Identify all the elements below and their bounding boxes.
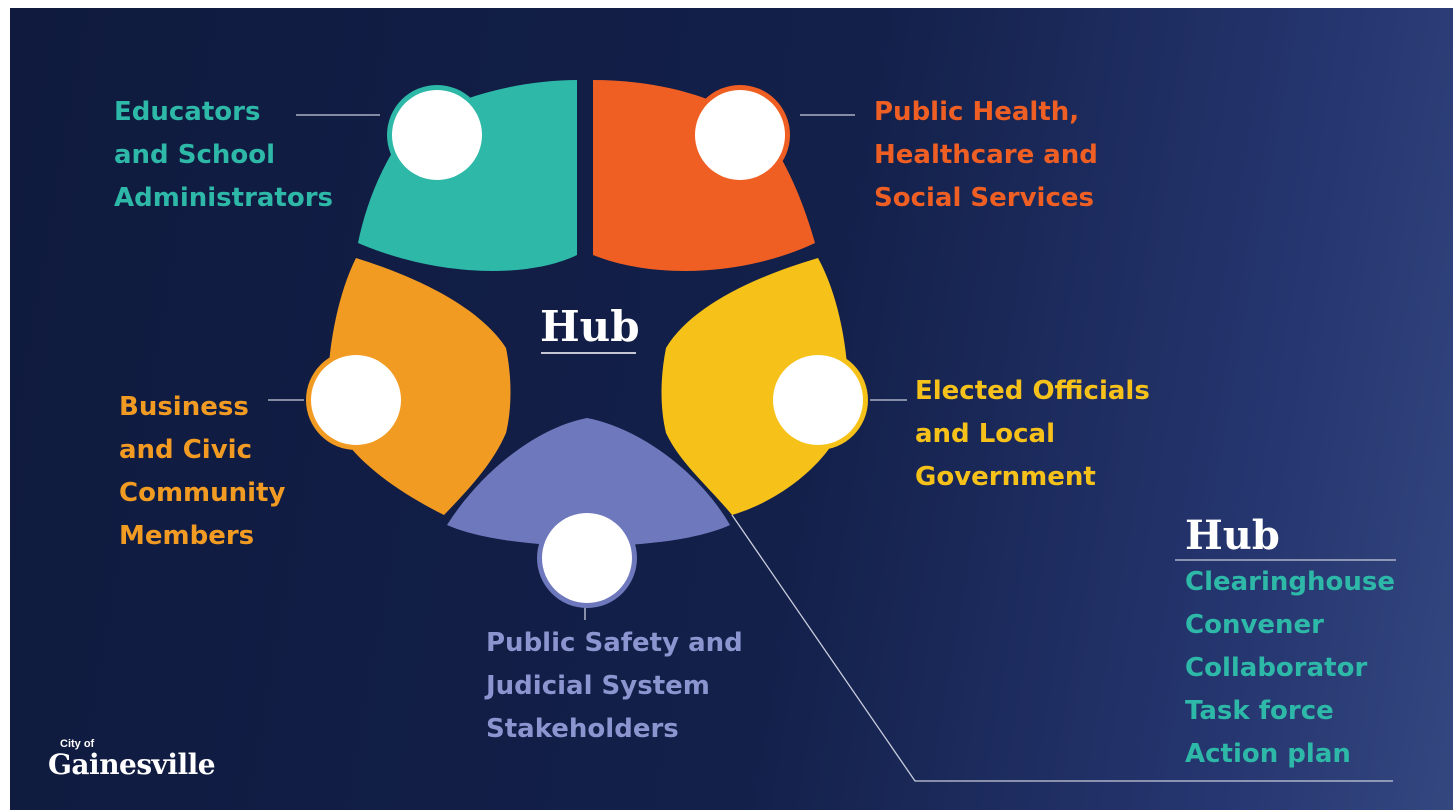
label-line: and Civic	[119, 435, 252, 465]
hub-diagram	[268, 80, 1396, 782]
label-line: Social Services	[874, 183, 1094, 213]
label-elected: Elected Officials and Local Government	[915, 370, 1150, 499]
hub-role-item: Clearinghouse	[1185, 567, 1396, 597]
slide: Hub Educators and School Administrators …	[10, 8, 1453, 810]
label-educators: Educators and School Administrators	[114, 91, 333, 220]
label-line: Judicial System	[486, 671, 710, 701]
label-line: Stakeholders	[486, 714, 679, 744]
label-safety: Public Safety and Judicial System Stakeh…	[486, 622, 743, 751]
label-line: and Local	[915, 419, 1056, 449]
business-icon-circle	[311, 355, 401, 445]
label-line: Administrators	[114, 183, 334, 213]
logo-name: Gainesville	[48, 748, 216, 781]
segment-safety	[447, 418, 730, 608]
label-line: Business	[119, 392, 249, 422]
safety-icon-circle	[542, 513, 632, 603]
hub-role-item: Task force	[1185, 696, 1334, 726]
label-line: Educators	[114, 97, 261, 127]
label-line: Members	[119, 521, 255, 551]
hub-panel-title: Hub	[1185, 512, 1280, 559]
hub-role-item: Collaborator	[1185, 653, 1368, 683]
label-line: and School	[114, 140, 276, 170]
segment-health	[593, 80, 815, 271]
hub-role-item: Action plan	[1185, 739, 1351, 769]
logo-small-text: City of	[60, 738, 95, 750]
label-line: Community	[119, 478, 286, 508]
connector-hub-panel	[731, 514, 1393, 782]
hub-roles-list: Clearinghouse Convener Collaborator Task…	[1185, 561, 1395, 776]
label-line: Public Health,	[874, 97, 1080, 127]
educators-icon-circle	[392, 90, 482, 180]
label-line: Public Safety and	[486, 628, 743, 658]
city-logo: City of Gainesville	[48, 738, 216, 781]
health-icon-circle	[695, 90, 785, 180]
segment-elected	[661, 258, 868, 515]
label-health: Public Health, Healthcare and Social Ser…	[874, 91, 1098, 220]
elected-icon-circle	[773, 355, 863, 445]
label-line: Government	[915, 462, 1096, 492]
hub-role-item: Convener	[1185, 610, 1325, 640]
label-business: Business and Civic Community Members	[119, 386, 285, 558]
label-line: Elected Officials	[915, 376, 1150, 406]
hub-center-title: Hub	[540, 302, 640, 351]
segment-educators	[358, 80, 577, 271]
label-line: Healthcare and	[874, 140, 1098, 170]
segment-business	[306, 258, 511, 515]
